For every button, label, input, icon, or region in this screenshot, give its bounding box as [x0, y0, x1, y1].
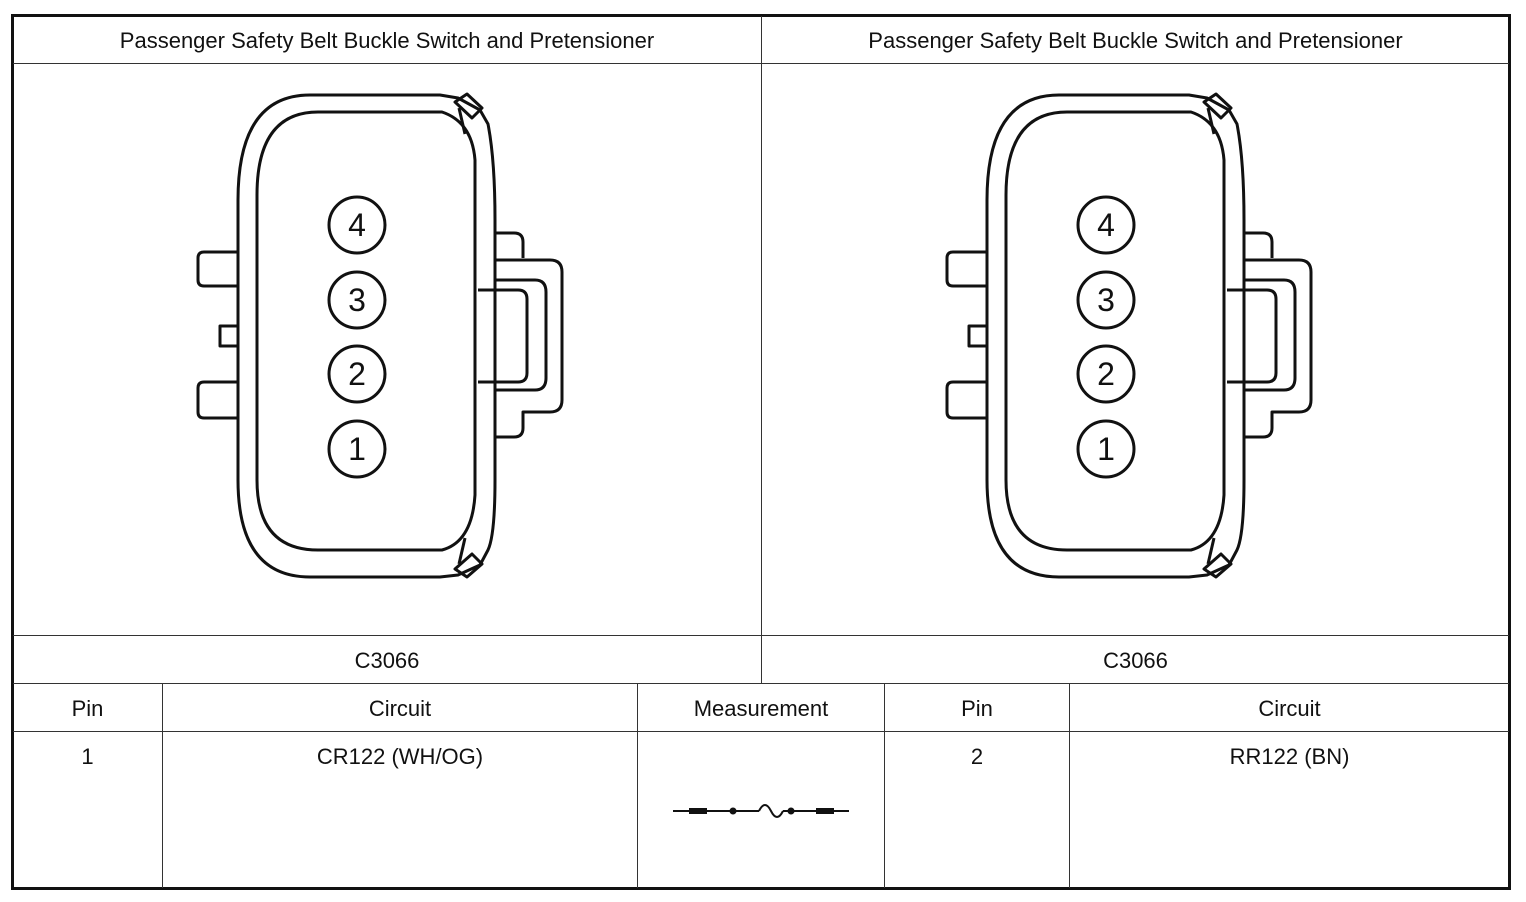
divider [13, 63, 1509, 64]
resistance-symbol-icon [673, 804, 849, 818]
divider [1069, 684, 1070, 888]
divider [637, 684, 638, 888]
cell-circuit-b: RR122 (BN) [1229, 744, 1350, 769]
pin-label-4: 4 [1097, 207, 1115, 243]
divider [761, 16, 762, 684]
pin-label-2: 2 [1097, 356, 1115, 392]
cell-pin-b: 2 [970, 744, 984, 769]
panel-title-right: Passenger Safety Belt Buckle Switch and … [868, 28, 1403, 53]
pin-label-2: 2 [348, 356, 366, 392]
pin-label-3: 3 [1097, 282, 1115, 318]
divider [13, 731, 1509, 732]
header-pin-a: Pin [71, 696, 104, 721]
pin-label-1: 1 [1097, 431, 1115, 467]
header-circuit-b: Circuit [1258, 696, 1321, 721]
connector-face-diagram-left: 4 3 2 1 [196, 92, 564, 579]
connector-id-right: C3066 [1103, 648, 1168, 673]
divider [884, 684, 885, 888]
connector-face-diagram-right: 4 3 2 1 [945, 92, 1313, 579]
panel-title-left: Passenger Safety Belt Buckle Switch and … [119, 28, 655, 53]
connector-id-left: C3066 [354, 648, 420, 673]
cell-circuit-a: CR122 (WH/OG) [316, 744, 484, 769]
divider [13, 635, 1509, 636]
cell-pin-a: 1 [81, 744, 94, 769]
divider [162, 684, 163, 888]
connector-sheet [11, 14, 1511, 890]
header-measurement: Measurement [693, 696, 829, 721]
divider [13, 683, 1509, 684]
pin-label-1: 1 [348, 431, 366, 467]
pin-label-4: 4 [348, 207, 366, 243]
pin-label-3: 3 [348, 282, 366, 318]
header-pin-b: Pin [961, 696, 993, 721]
header-circuit-a: Circuit [368, 696, 432, 721]
